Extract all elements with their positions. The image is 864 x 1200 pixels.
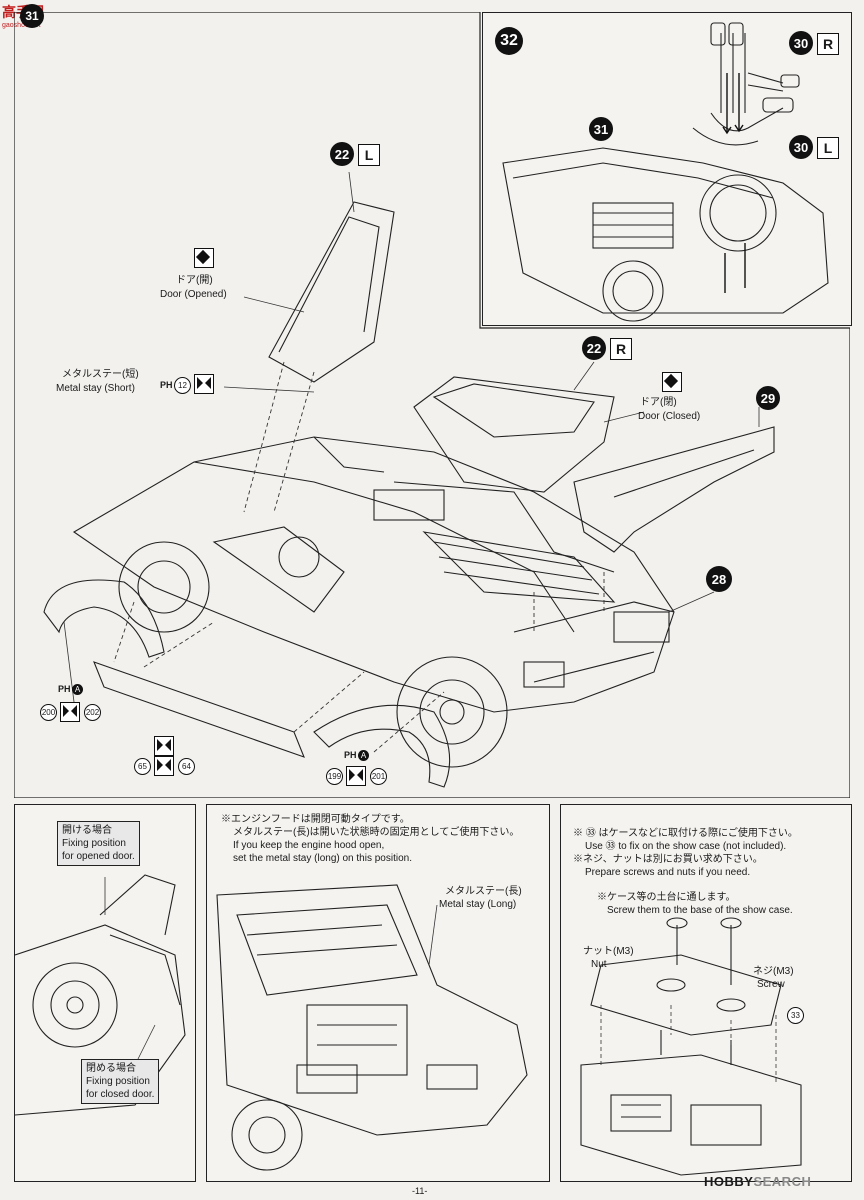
part-200-badge: 200	[40, 704, 57, 721]
metal-stay-long-jp-label: メタルステー(長)	[445, 886, 522, 897]
door-closed-en-label: Door (Closed)	[638, 411, 701, 422]
nut-en-label: Nut	[591, 959, 607, 970]
door-fixing-panel: 開ける場合 Fixing position for opened door. 閉…	[14, 804, 196, 1182]
base-note-jp: ※ケース等の土台に通します。	[597, 892, 736, 903]
metal-stay-short-jp-label: メタルステー(短)	[62, 369, 139, 380]
right-side-badge: R	[817, 33, 839, 55]
part-28-badge: 28	[706, 566, 732, 592]
part-64-badge: 64	[178, 758, 195, 775]
hook-fit-icon	[346, 766, 366, 786]
ph-code-label: PH	[58, 684, 71, 694]
show-case-screw-panel: ※ ㉝ はケースなどに取付ける際にご使用下さい。 Use ㉝ to fix on…	[560, 804, 852, 1182]
door-closed-jp-label: ドア(閉)	[640, 397, 677, 408]
ph-a-badge: A	[72, 684, 83, 695]
ph-code-label: PH	[160, 380, 173, 390]
screw-note-jp-1: ※ ㉝ はケースなどに取付ける際にご使用下さい。	[573, 828, 798, 839]
glue-diamond-icon	[662, 372, 682, 392]
part-201-badge: 201	[370, 768, 387, 785]
part-30-top-badge: 30	[789, 31, 813, 55]
left-side-badge: L	[358, 144, 380, 166]
screw-note-en-2: Prepare screws and nuts if you need.	[585, 867, 751, 878]
close-door-box: 閉める場合 Fixing position for closed door.	[81, 1059, 160, 1104]
hobbysearch-logo: HOBBYSEARCH	[704, 1174, 812, 1189]
left-side-badge: L	[817, 137, 839, 159]
step-number-32: 32	[495, 27, 523, 55]
hook-fit-icon	[154, 736, 174, 756]
open-door-box: 開ける場合 Fixing position for opened door.	[57, 821, 140, 866]
car-body-illustration	[14, 12, 850, 798]
step-31-panel: 31 22 L ドア(開) Door (Opened) メタルステー(短) Me…	[14, 4, 850, 798]
page-number: -11-	[412, 1186, 428, 1196]
part-31-badge: 31	[589, 117, 613, 141]
part-29-badge: 29	[756, 386, 780, 410]
engine-hood-illustration	[216, 884, 528, 1171]
part-65-badge: 65	[134, 758, 151, 775]
part-202-badge: 202	[84, 704, 101, 721]
part-22-right-badge: 22	[582, 336, 606, 360]
metal-stay-short-en-label: Metal stay (Short)	[56, 383, 135, 394]
part-30-bottom-badge: 30	[789, 135, 813, 159]
door-opened-jp-label: ドア(開)	[176, 275, 213, 286]
part-199-badge: 199	[326, 768, 343, 785]
screw-note-en-1: Use ㉝ to fix on the show case (not inclu…	[585, 841, 787, 852]
hook-fit-icon	[60, 702, 80, 722]
screw-en-label: Screw	[757, 979, 785, 990]
ph-code-label: PH	[344, 750, 357, 760]
hood-note-jp-1: ※エンジンフードは開閉可動タイプです。	[221, 814, 410, 825]
hook-fit-icon	[194, 374, 214, 394]
show-case-base-illustration	[580, 917, 802, 1176]
ph-12-badge: 12	[174, 377, 191, 394]
hood-note-jp-2: メタルステー(長)は開いた状態時の固定用としてご使用下さい。	[233, 827, 520, 838]
engine-hood-panel: ※エンジンフードは開閉可動タイプです。 メタルステー(長)は開いた状態時の固定用…	[206, 804, 550, 1182]
metal-stay-long-en-label: Metal stay (Long)	[439, 899, 517, 910]
part-33-badge: 33	[787, 1007, 804, 1024]
right-side-badge: R	[610, 338, 632, 360]
exhaust-chassis-illustration	[502, 22, 829, 322]
door-opened-en-label: Door (Opened)	[160, 289, 227, 300]
hood-note-en-1: If you keep the engine hood open,	[233, 840, 385, 851]
hood-note-en-2: set the metal stay (long) on this positi…	[233, 853, 412, 864]
glue-diamond-icon	[194, 248, 214, 268]
step-number-31: 31	[20, 4, 44, 28]
step-32-panel: 32 30 R 30 L 31	[482, 12, 852, 326]
ph-a-badge: A	[358, 750, 369, 761]
nut-jp-label: ナット(M3)	[583, 946, 634, 957]
door-fixing-illustration	[15, 874, 186, 1116]
hook-fit-icon	[154, 756, 174, 776]
part-22-left-badge: 22	[330, 142, 354, 166]
screw-jp-label: ネジ(M3)	[753, 966, 794, 977]
base-note-en: Screw them to the base of the show case.	[607, 905, 793, 916]
screw-note-jp-2: ※ネジ、ナットは別にお買い求め下さい。	[573, 854, 763, 865]
